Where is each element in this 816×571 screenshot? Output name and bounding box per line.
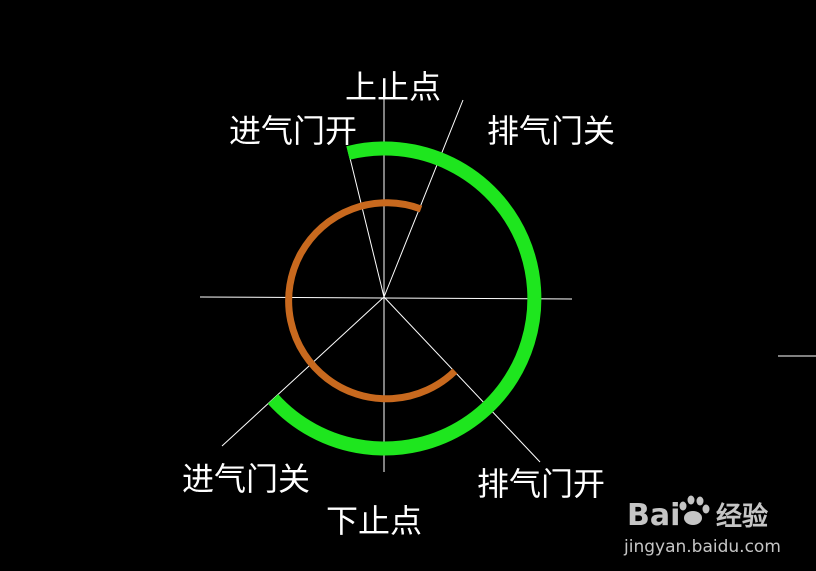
exhaust-open-label: 排气门开: [477, 465, 605, 503]
horizontal-axis-line: [199, 296, 573, 300]
exhaust-close-line: [383, 99, 464, 298]
intake-close-line: [221, 296, 385, 447]
exhaust-close-label: 排气门关: [487, 112, 615, 150]
tdc-label: 上止点: [345, 68, 441, 106]
bdc-label: 下止点: [326, 502, 422, 540]
intake-open-label: 进气门开: [229, 112, 357, 150]
exhaust-duration-arc: [267, 141, 542, 456]
intake-open-line: [347, 149, 385, 298]
intake-duration-arc: [285, 199, 458, 403]
watermark-brand-suffix: 经验: [716, 501, 768, 532]
exhaust-open-line: [383, 296, 541, 463]
intake-close-label: 进气门关: [182, 460, 310, 498]
axis-lines: [199, 92, 816, 472]
paw-icon: [679, 495, 710, 525]
watermark-url: jingyan.baidu.com: [623, 537, 781, 557]
watermark-brand-prefix: Bai: [627, 498, 680, 533]
baidu-jingyan-watermark: Bai 经验 jingyan.baidu.com: [623, 495, 781, 557]
